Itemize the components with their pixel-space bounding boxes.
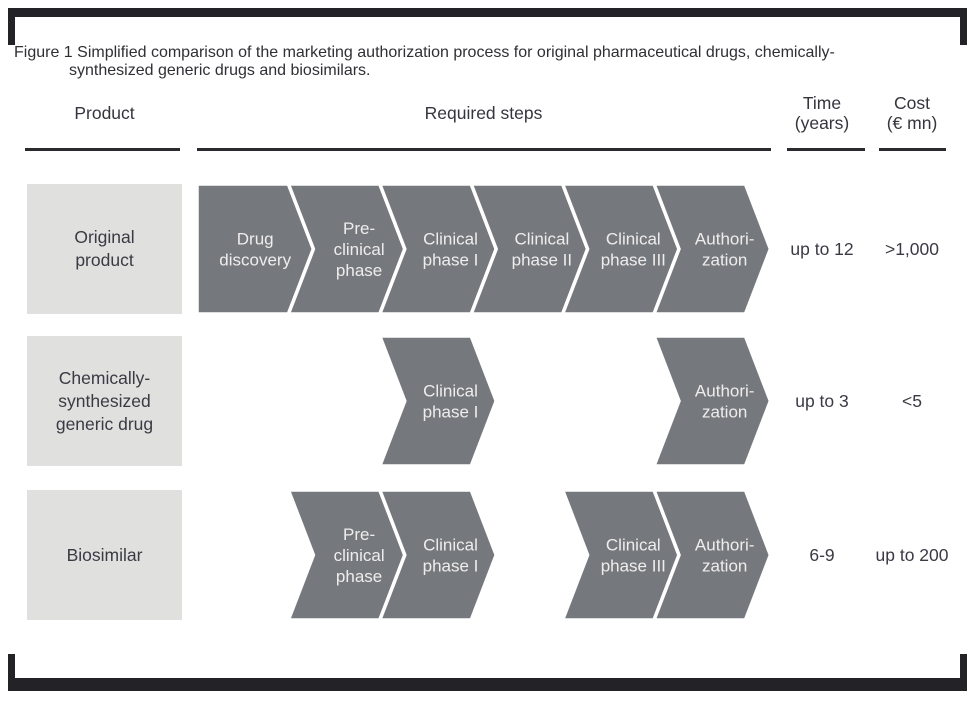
- time-header-line2: (years): [794, 113, 850, 133]
- chevron-step-label: Authori-zation: [695, 382, 755, 422]
- caption-line-2: synthesized generic drugs and biosimilar…: [69, 62, 371, 79]
- time-value-generic: up to 3: [795, 390, 849, 411]
- column-header-cost: Cost (€ mn): [872, 93, 952, 133]
- chevron-step-shape: [377, 334, 499, 468]
- chevron-step-shape: [651, 334, 773, 468]
- header-rule-product: [25, 148, 180, 151]
- header-rule-cost: [879, 148, 946, 151]
- cost-value-generic: <5: [902, 390, 922, 411]
- header-rule-time: [787, 148, 865, 151]
- figure-caption: Figure 1 Simplified comparison of the ma…: [14, 44, 835, 80]
- column-header-time: Time (years): [782, 93, 862, 133]
- cost-value-original: >1,000: [884, 238, 939, 259]
- time-value-biosimilar: 6-9: [809, 544, 835, 565]
- chevron-step-shape: [651, 182, 773, 316]
- chevron-step-label: Authori-zation: [695, 536, 755, 576]
- product-box-original: Original product: [27, 184, 182, 314]
- caption-line-1: Figure 1 Simplified comparison of the ma…: [14, 44, 835, 61]
- column-header-required-steps: Required steps: [424, 103, 543, 123]
- frame-top-bracket: [8, 8, 967, 45]
- chevron-step-label: Authori-zation: [695, 230, 755, 270]
- frame-bottom-bracket: [8, 654, 967, 691]
- cost-header-line2: (€ mn): [886, 113, 938, 133]
- time-value-original: up to 12: [790, 238, 854, 259]
- header-rule-steps: [197, 148, 771, 151]
- time-header-line1: Time: [802, 93, 842, 113]
- product-box-generic: Chemically- synthesized generic drug: [27, 336, 182, 466]
- cost-header-line1: Cost: [894, 93, 930, 113]
- column-header-product: Product: [74, 103, 135, 123]
- product-box-biosimilar: Biosimilar: [27, 490, 182, 620]
- chevron-step-shape: [651, 488, 773, 622]
- chevron-step-shape: [377, 488, 499, 622]
- cost-value-biosimilar: up to 200: [875, 544, 949, 565]
